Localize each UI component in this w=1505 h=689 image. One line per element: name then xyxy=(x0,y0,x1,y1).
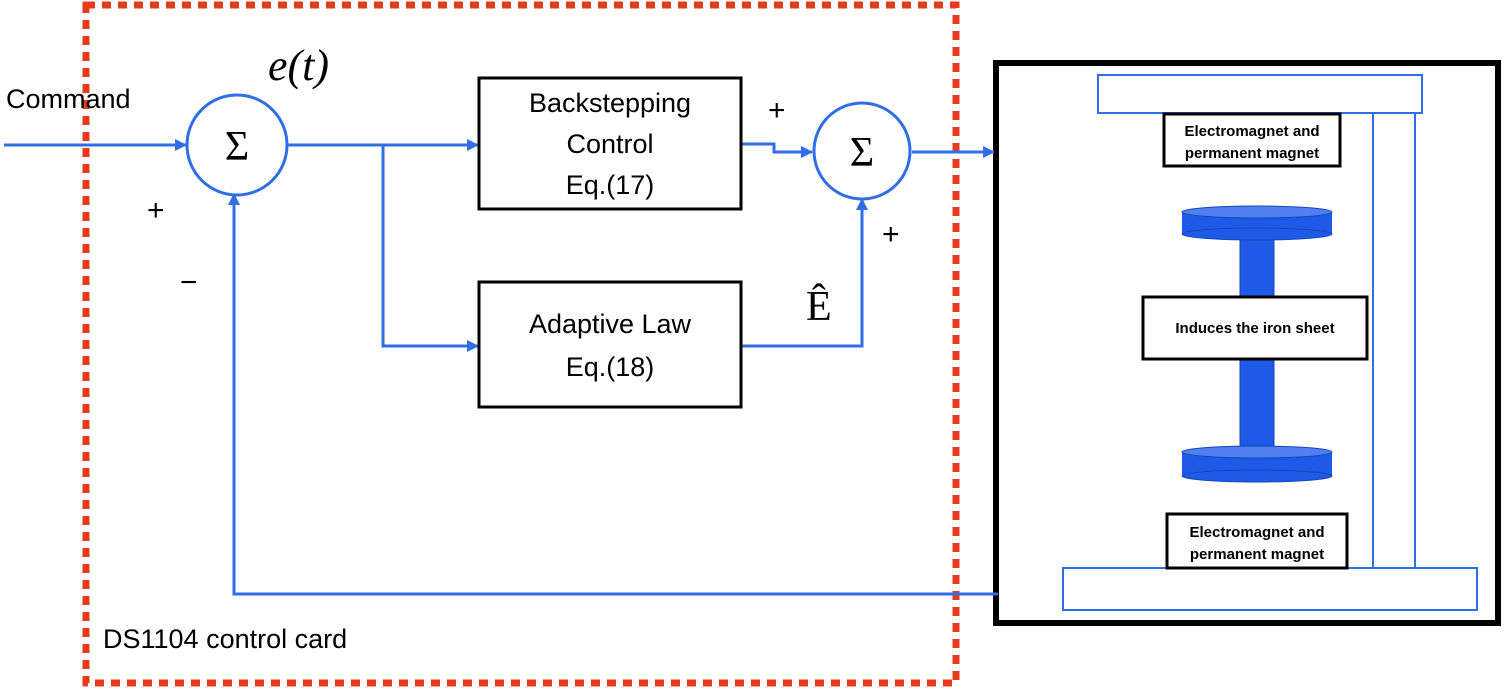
backstepping-line2: Control xyxy=(566,129,653,159)
control-card-boundary xyxy=(82,1,960,687)
iron-sheet-label: Induces the iron sheet xyxy=(1175,320,1334,337)
top-plate xyxy=(1097,74,1423,114)
plus-sign-backstepping: + xyxy=(768,94,786,127)
iron-sheet-box xyxy=(1141,295,1369,361)
top-magnet-line2: permanent magnet xyxy=(1185,145,1319,162)
error-sum-symbol: Σ xyxy=(225,124,249,170)
error-to-adaptive-line xyxy=(381,145,479,352)
backstepping-line3: Eq.(17) xyxy=(566,170,655,200)
output-summing-junction xyxy=(812,101,912,201)
bottom-magnet-box xyxy=(1165,512,1349,570)
backstepping-line1: Backstepping xyxy=(529,88,691,118)
output-sum-symbol: Σ xyxy=(850,130,874,176)
control-card-label: DS1104 control card xyxy=(103,624,347,654)
error-label: e(t) xyxy=(268,41,329,90)
minus-sign-feedback: − xyxy=(180,266,198,299)
adaptive-law-block xyxy=(477,280,743,409)
backstepping-to-sum-line xyxy=(741,142,813,158)
command-label: Command xyxy=(6,84,131,114)
top-magnet-line1: Electromagnet and xyxy=(1184,123,1319,140)
vertical-support-column xyxy=(1372,112,1416,569)
feedback-line xyxy=(228,193,998,596)
adaptive-to-sum-line xyxy=(741,198,868,348)
error-summing-junction xyxy=(185,93,289,197)
adaptive-line2: Eq.(18) xyxy=(566,352,655,382)
signal-lines xyxy=(4,139,998,596)
adaptive-line1: Adaptive Law xyxy=(529,309,692,339)
plus-sign-adaptive: + xyxy=(882,218,900,251)
top-magnet-box xyxy=(1162,112,1342,168)
estimate-label: Ê xyxy=(806,283,832,330)
bottom-magnet-line2: permanent magnet xyxy=(1190,546,1324,563)
bottom-magnet-line1: Electromagnet and xyxy=(1189,524,1324,541)
plus-sign-command: + xyxy=(147,194,165,227)
backstepping-control-block xyxy=(477,76,743,211)
bottom-plate xyxy=(1062,567,1478,611)
